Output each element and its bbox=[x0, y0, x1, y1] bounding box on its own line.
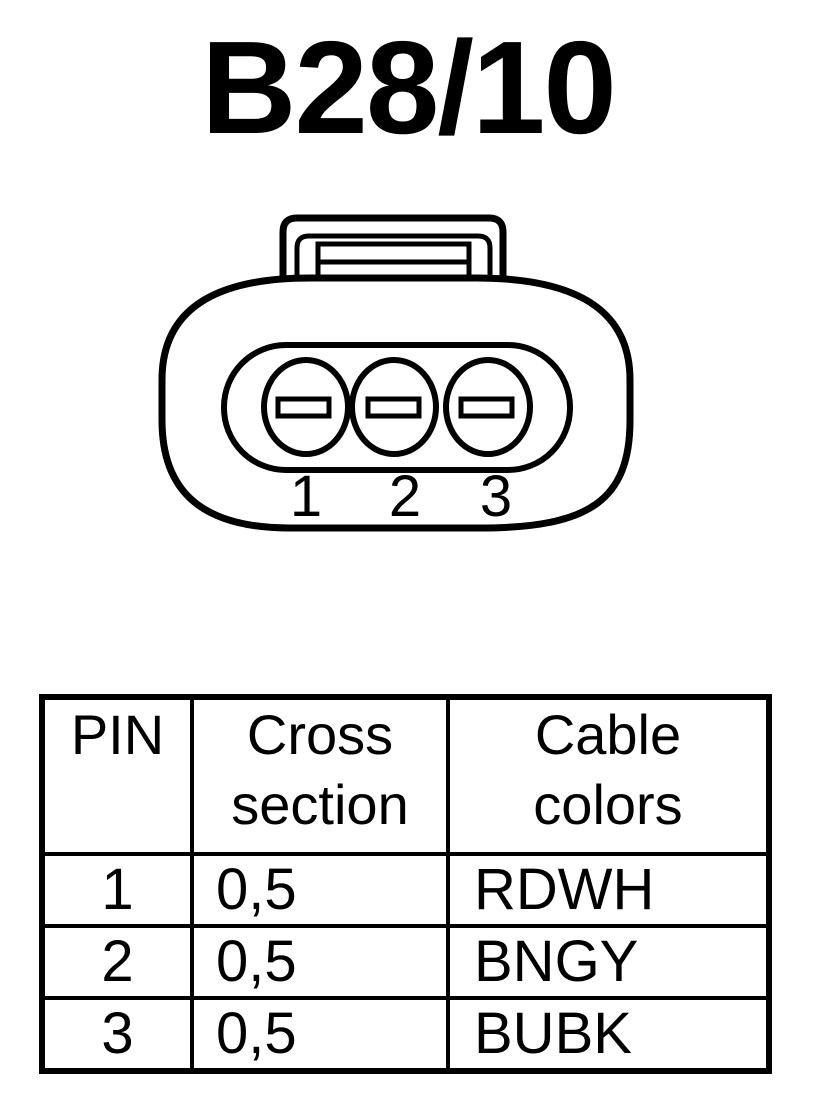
pin-3-terminal bbox=[443, 357, 533, 457]
cell-pin: 3 bbox=[40, 996, 194, 1073]
pin-number-3: 3 bbox=[480, 464, 512, 529]
table-row: 1 0,5 RDWH bbox=[40, 852, 771, 928]
cell-cable-color: BNGY bbox=[446, 924, 771, 1000]
cell-cable-color: BUBK bbox=[446, 996, 771, 1073]
header-cable-colors: Cable colors bbox=[446, 695, 771, 856]
table-row: 2 0,5 BNGY bbox=[40, 924, 771, 1000]
table-row: 3 0,5 BUBK bbox=[40, 996, 771, 1073]
cell-cross-section: 0,5 bbox=[190, 924, 450, 1000]
connector-diagram: 1 2 3 bbox=[158, 214, 634, 532]
cell-cable-color: RDWH bbox=[446, 852, 771, 928]
header-cross-section: Cross section bbox=[190, 695, 450, 856]
connector-latch bbox=[279, 214, 507, 306]
header-pin: PIN bbox=[40, 695, 194, 856]
pin-2-terminal bbox=[349, 357, 439, 457]
pin-1-terminal bbox=[261, 357, 351, 457]
header-pin-line-1: PIN bbox=[70, 703, 165, 766]
pin-number-2: 2 bbox=[389, 464, 421, 529]
header-cross-line-1: Cross bbox=[246, 703, 394, 766]
header-color-line-1: Cable bbox=[534, 703, 682, 766]
pin-number-1: 1 bbox=[290, 464, 322, 529]
connector-title: B28/10 bbox=[201, 14, 617, 161]
pin-assignment-table: PIN Cross section Cable colors 1 0,5 RDW… bbox=[39, 694, 772, 1074]
cell-cross-section: 0,5 bbox=[190, 996, 450, 1073]
cell-pin: 2 bbox=[40, 924, 194, 1000]
table-header-row: PIN Cross section Cable colors bbox=[40, 695, 771, 856]
cell-pin: 1 bbox=[40, 852, 194, 928]
header-color-line-2: colors bbox=[533, 773, 683, 836]
cell-cross-section: 0,5 bbox=[190, 852, 450, 928]
header-cross-line-2: section bbox=[231, 773, 409, 836]
